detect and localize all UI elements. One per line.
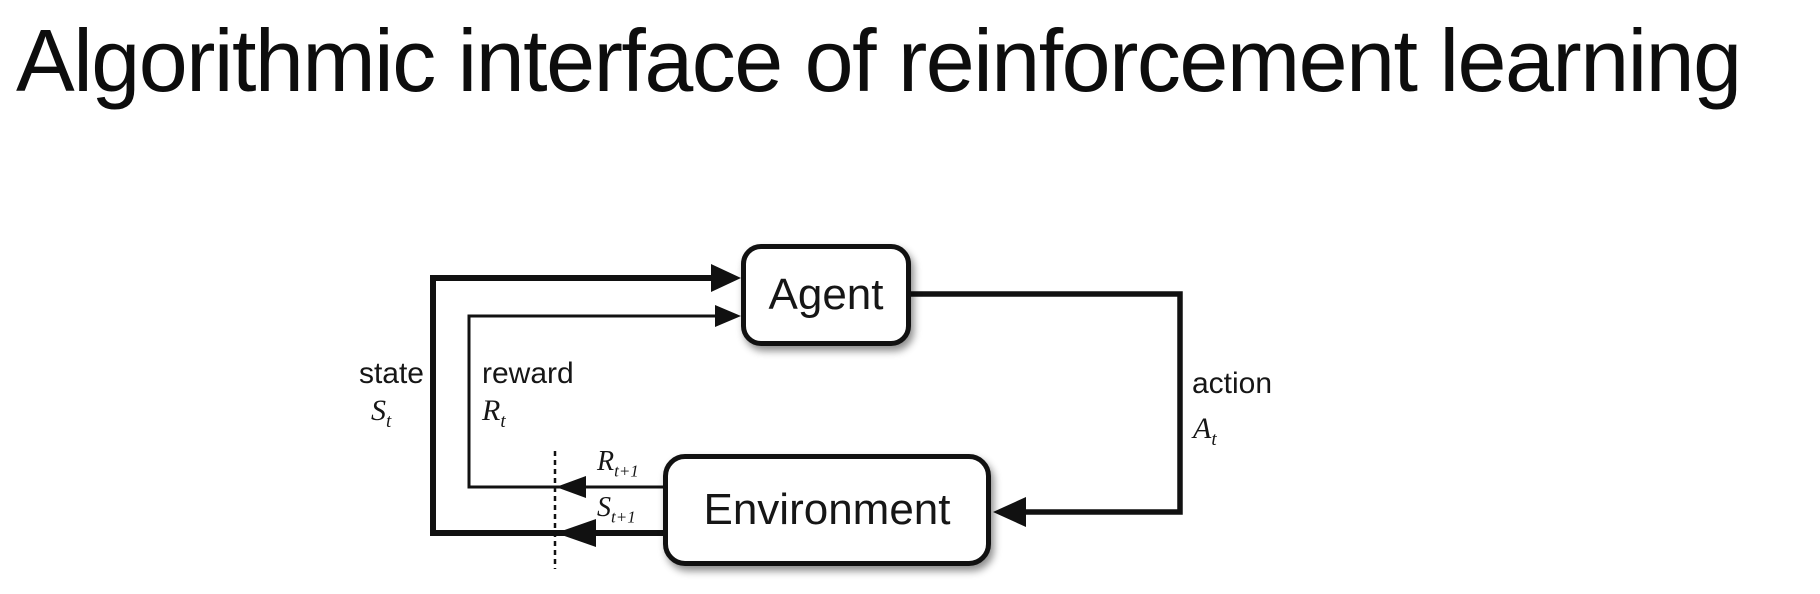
state-arrowhead-at-timestep	[556, 519, 596, 547]
agent-node: Agent	[741, 244, 911, 346]
next-reward-symbol: Rt+1	[597, 446, 639, 481]
reward-edge-label: reward	[482, 357, 574, 390]
reward-arrowhead-into-agent	[715, 305, 741, 327]
action-arrowhead-into-environment	[993, 497, 1026, 527]
reward-symbol: Rt	[482, 394, 506, 431]
action-symbol: At	[1193, 412, 1217, 449]
slide-title: Algorithmic interface of reinforcement l…	[16, 11, 1742, 110]
agent-node-label: Agent	[768, 270, 884, 319]
action-loop-line	[909, 291, 1183, 515]
environment-node-label: Environment	[703, 485, 951, 534]
next-state-symbol-base: S	[597, 492, 611, 523]
reward-symbol-base: R	[482, 394, 501, 427]
action-edge-label: action	[1192, 367, 1273, 400]
reward-symbol-subscript: t	[500, 411, 506, 432]
state-arrowhead-into-agent	[711, 264, 741, 292]
next-reward-symbol-subscript: t+1	[614, 461, 639, 481]
state-symbol-base: S	[371, 394, 386, 427]
next-state-symbol: St+1	[597, 492, 636, 527]
action-symbol-base: A	[1193, 412, 1212, 445]
state-loop-line	[430, 275, 714, 536]
state-symbol-subscript: t	[386, 411, 392, 432]
reward-arrowhead-at-timestep	[556, 476, 586, 498]
environment-node: Environment	[663, 454, 991, 566]
next-state-symbol-subscript: t+1	[611, 507, 636, 527]
next-reward-symbol-base: R	[597, 446, 615, 477]
state-edge-label: state	[358, 357, 424, 390]
state-symbol: St	[371, 394, 391, 431]
action-symbol-subscript: t	[1211, 429, 1217, 450]
